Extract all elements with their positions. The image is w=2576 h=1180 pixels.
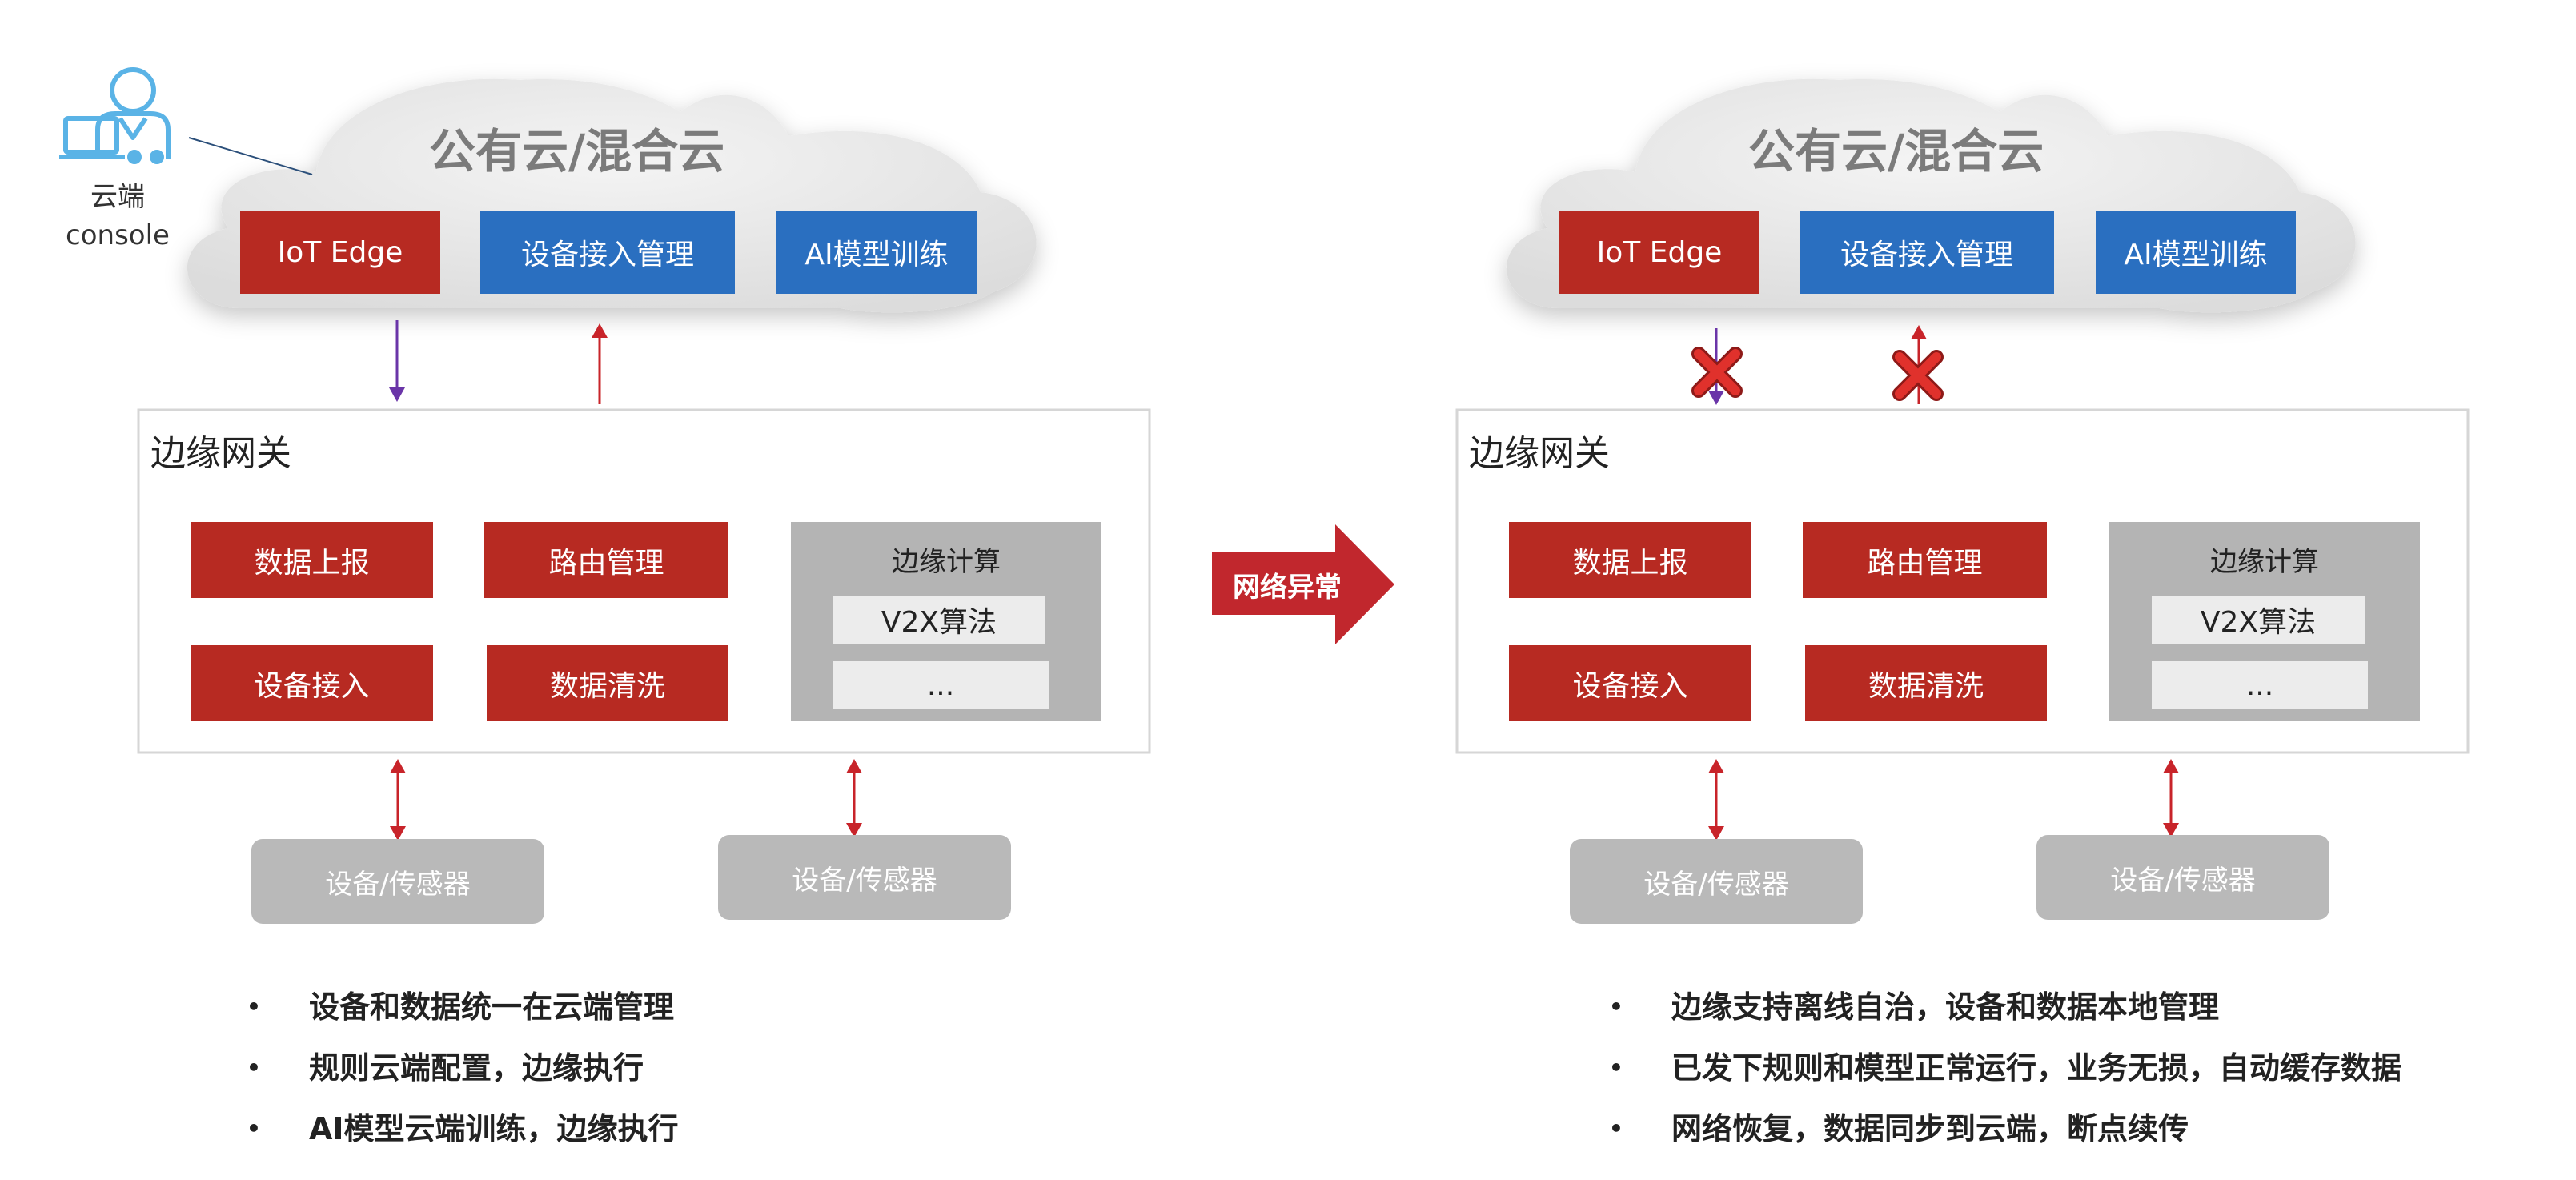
cloud-title-right: 公有云/混合云	[1748, 124, 2044, 179]
edge-item-v2x-left: V2X算法	[833, 596, 1045, 644]
cloud-title-left: 公有云/混合云	[429, 124, 725, 179]
sensor-box-left-2: 设备/传感器	[718, 835, 1011, 920]
network-anomaly-arrow	[1212, 524, 1394, 644]
bullet-text: 边缘支持离线自治，设备和数据本地管理	[1671, 989, 2220, 1025]
gateway-title-right: 边缘网关	[1469, 433, 1610, 474]
bullet-dot: •	[1609, 1054, 1623, 1081]
module-data-report-left: 数据上报	[191, 522, 433, 598]
user-laptop-icon	[59, 67, 171, 164]
console-label-line1: 云端	[90, 181, 145, 213]
bullet-dot: •	[247, 1115, 261, 1142]
bullet-text: 设备和数据统一在云端管理	[309, 989, 675, 1025]
up-arrow-left	[592, 323, 608, 404]
module-data-report-right: 数据上报	[1509, 522, 1751, 598]
edge-compute-title-right: 边缘计算	[2210, 546, 2319, 578]
down-arrow-left	[389, 320, 405, 402]
device-access-mgmt-box-right: 设备接入管理	[1800, 211, 2054, 294]
edge-compute-title-left: 边缘计算	[892, 546, 1001, 578]
edge-item-v2x-right: V2X算法	[2152, 596, 2365, 644]
disconnect-x-icon-2	[1892, 350, 1944, 401]
edge-item-more-right: ...	[2152, 661, 2368, 709]
module-routing-mgmt-right: 路由管理	[1803, 522, 2047, 598]
bullet-text: 规则云端配置，边缘执行	[309, 1050, 644, 1086]
bullet-text: 已发下规则和模型正常运行，业务无损，自动缓存数据	[1671, 1050, 2402, 1086]
bullet-item: • AI模型云端训练，边缘执行	[247, 1098, 679, 1159]
sensor-arrow-left-2	[846, 759, 862, 837]
module-device-access-right: 设备接入	[1509, 645, 1751, 721]
network-anomaly-label: 网络异常	[1233, 572, 1342, 604]
sensor-arrow-right-1	[1708, 759, 1724, 841]
sensor-box-right-1: 设备/传感器	[1570, 839, 1863, 924]
module-data-cleaning-left: 数据清洗	[487, 645, 728, 721]
bullet-item: • 已发下规则和模型正常运行，业务无损，自动缓存数据	[1609, 1038, 2401, 1098]
bullet-item: • 边缘支持离线自治，设备和数据本地管理	[1609, 977, 2401, 1038]
edge-item-more-left: ...	[833, 661, 1049, 709]
bullet-list-left: • 设备和数据统一在云端管理 • 规则云端配置，边缘执行 • AI模型云端训练，边缘执…	[247, 977, 679, 1159]
gateway-title-left: 边缘网关	[150, 433, 291, 474]
console-link-line	[188, 137, 313, 175]
iot-edge-box-right: IoT Edge	[1559, 211, 1759, 294]
sensor-arrow-left-1	[390, 759, 406, 841]
bullet-text: 网络恢复，数据同步到云端，断点续传	[1671, 1111, 2189, 1146]
iot-edge-box-left: IoT Edge	[240, 211, 440, 294]
bullet-item: • 规则云端配置，边缘执行	[247, 1038, 679, 1098]
sensor-box-left-1: 设备/传感器	[251, 839, 544, 924]
bullet-dot: •	[1609, 1115, 1623, 1142]
module-device-access-left: 设备接入	[191, 645, 433, 721]
ai-training-box-right: AI模型训练	[2096, 211, 2296, 294]
bullet-item: • 设备和数据统一在云端管理	[247, 977, 679, 1038]
bullet-list-right: • 边缘支持离线自治，设备和数据本地管理 • 已发下规则和模型正常运行，业务无损，自…	[1609, 977, 2401, 1159]
module-data-cleaning-right: 数据清洗	[1805, 645, 2047, 721]
sensor-arrow-right-2	[2163, 759, 2179, 837]
bullet-dot: •	[1609, 993, 1623, 1020]
ai-training-box-left: AI模型训练	[776, 211, 977, 294]
bullet-item: • 网络恢复，数据同步到云端，断点续传	[1609, 1098, 2401, 1159]
bullet-dot: •	[247, 1054, 261, 1081]
module-routing-mgmt-left: 路由管理	[484, 522, 728, 598]
console-label: 云端 console	[58, 178, 178, 255]
disconnect-x-icon-1	[1691, 347, 1743, 398]
bullet-text: AI模型云端训练，边缘执行	[309, 1111, 679, 1146]
sensor-box-right-2: 设备/传感器	[2036, 835, 2329, 920]
bullet-dot: •	[247, 993, 261, 1020]
console-label-line2: console	[66, 219, 170, 251]
device-access-mgmt-box-left: 设备接入管理	[480, 211, 735, 294]
